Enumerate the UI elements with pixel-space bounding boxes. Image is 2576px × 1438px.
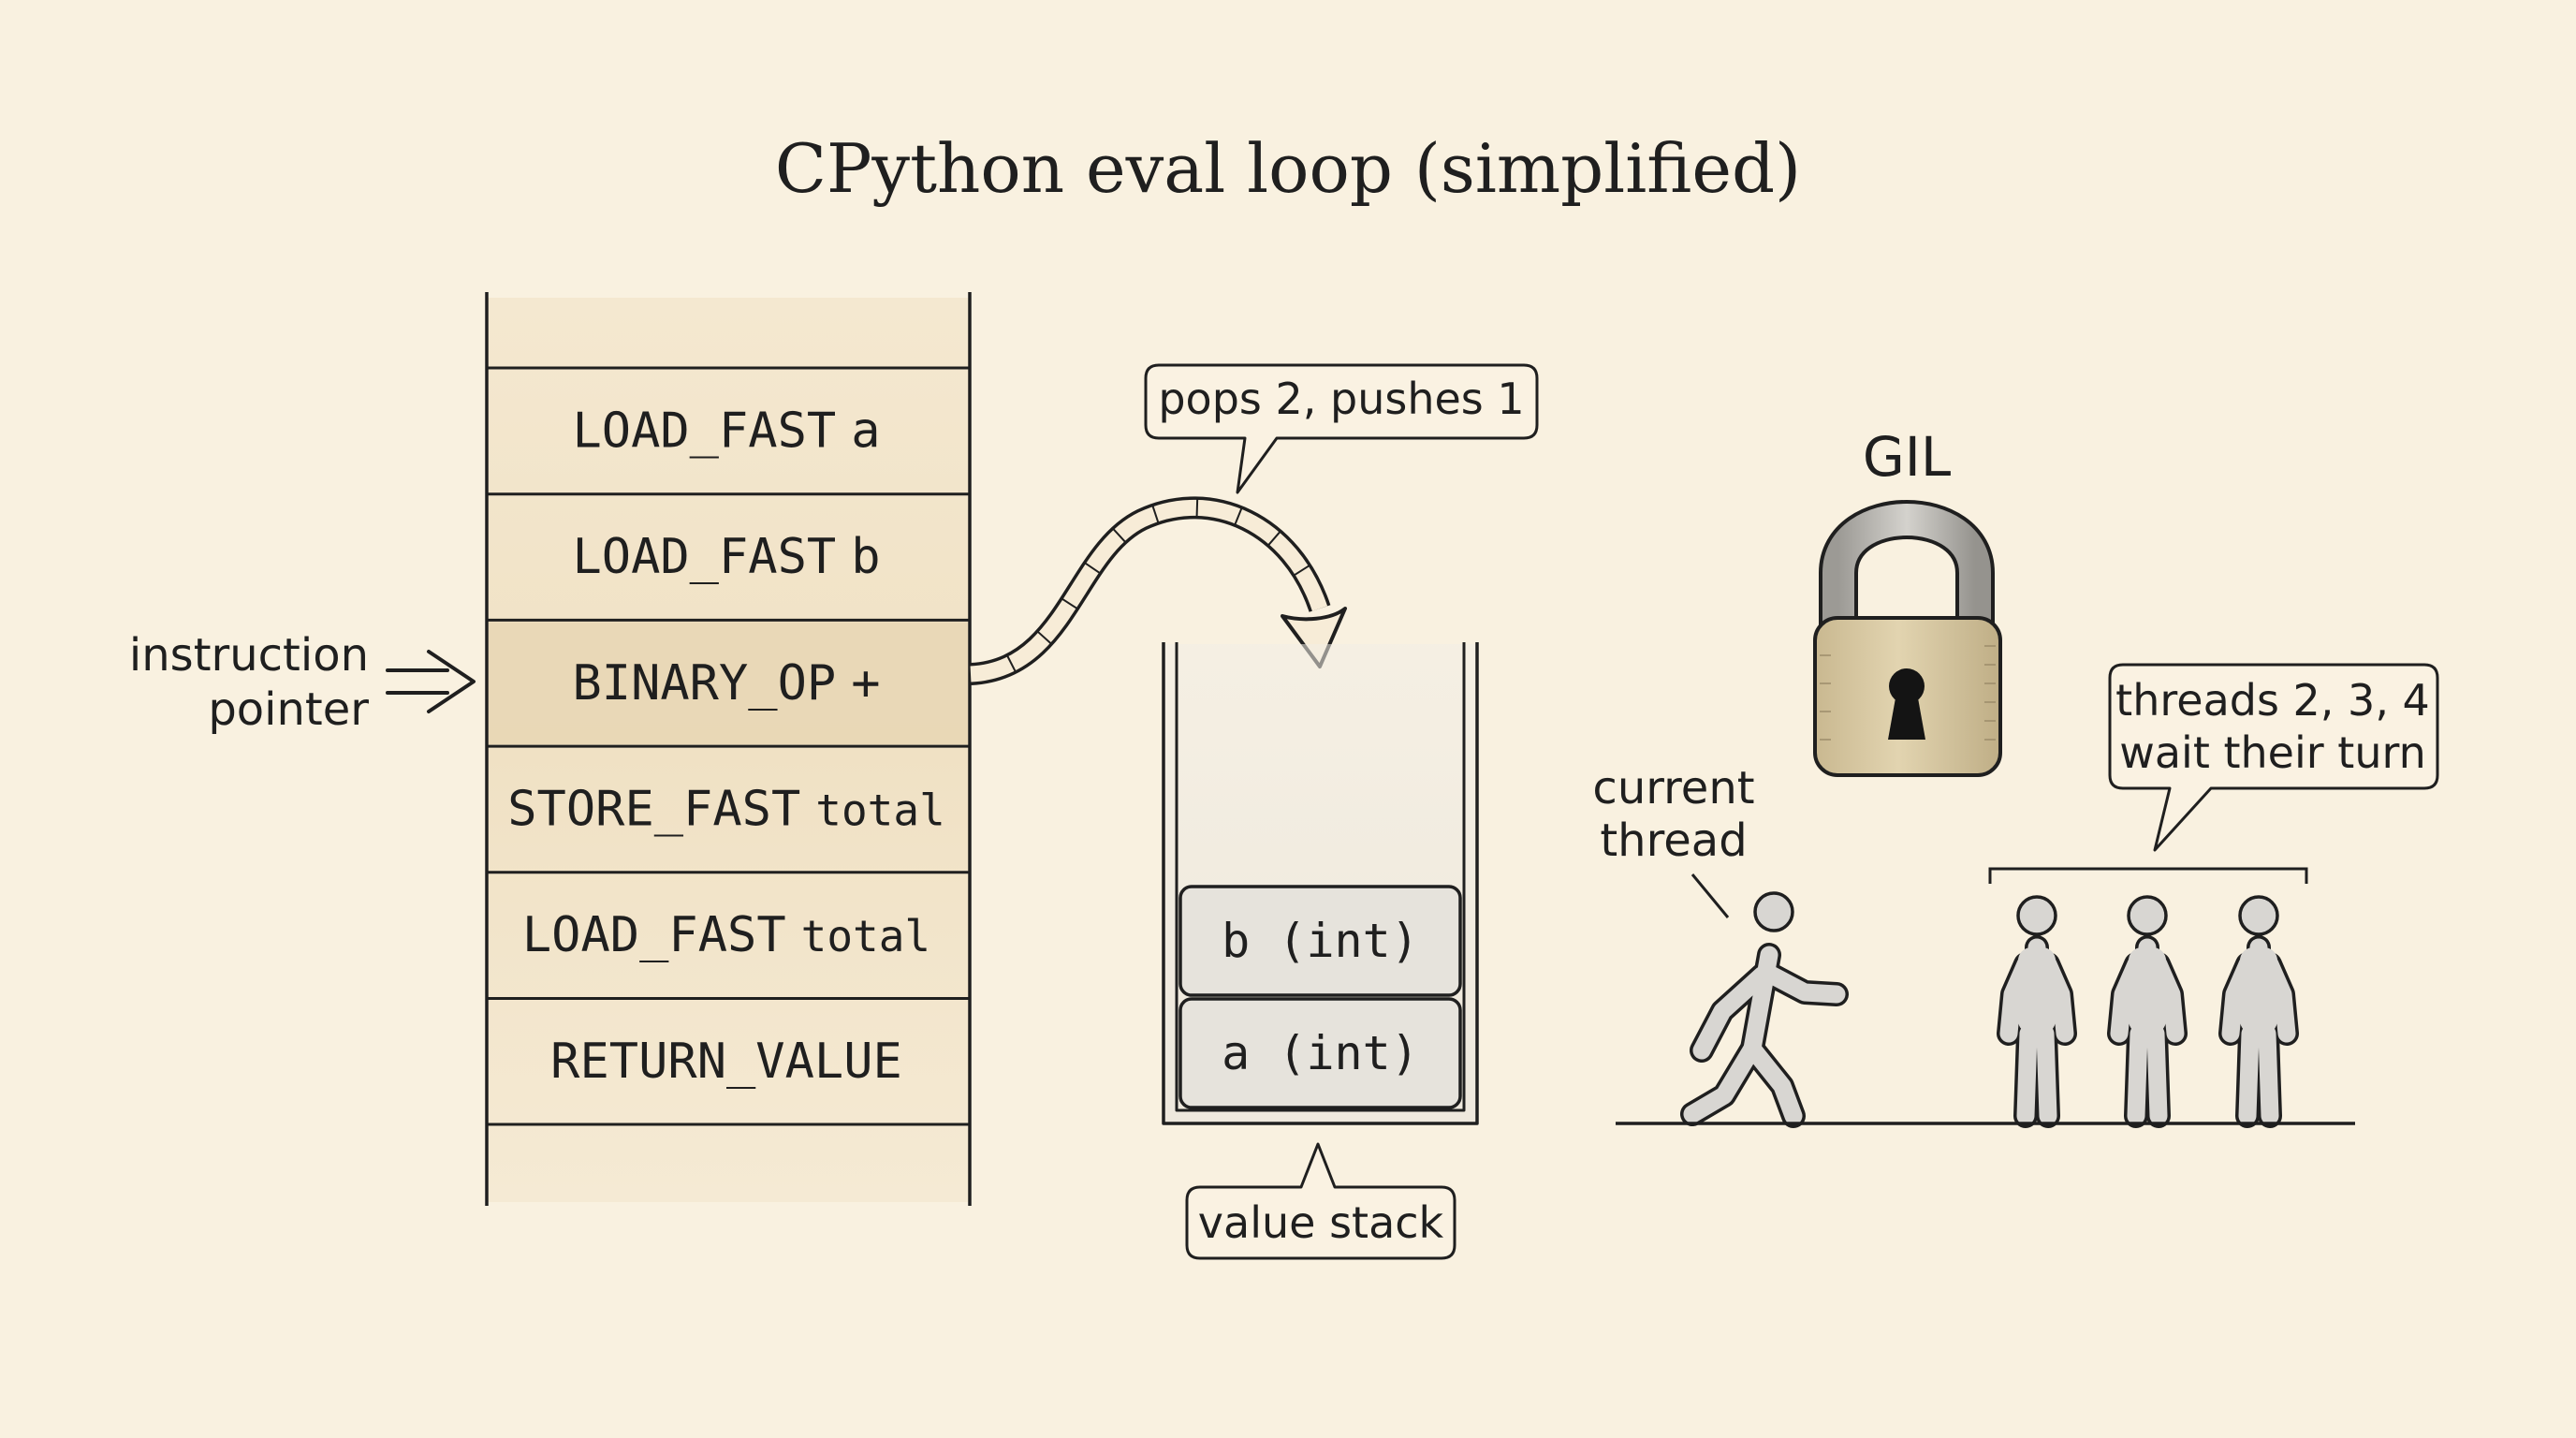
instruction-pointer-arrow-icon — [386, 650, 476, 713]
bytecode-opname: RETURN_VALUE — [550, 1034, 902, 1090]
bytecode-row: LOAD_FAST total — [487, 871, 970, 963]
bytecode-arg: total — [801, 911, 930, 961]
bytecode-opname: STORE_FAST — [507, 781, 800, 837]
bytecode-instruction: LOAD_FAST total — [522, 907, 930, 963]
stack-item-label: a (int) — [1222, 1026, 1419, 1080]
padlock-icon — [1813, 500, 2002, 777]
gil-label: GIL — [1863, 425, 1951, 489]
bytecode-row: STORE_FAST total — [487, 744, 970, 837]
value-stack: b (int) a (int) — [1162, 642, 1479, 1125]
waiting-threads-bracket — [1988, 867, 2308, 884]
waiting-thread-figure-icon — [2218, 895, 2299, 1128]
bytecode-instruction: LOAD_FAST b — [572, 529, 880, 585]
stack-item-label: b (int) — [1222, 914, 1419, 968]
value-stack-callout: value stack — [1185, 1142, 1456, 1260]
waiting-thread-figure-icon — [1997, 895, 2077, 1128]
bytecode-opname: LOAD_FAST — [572, 529, 836, 585]
stack-item: b (int) — [1178, 885, 1462, 997]
waiting-threads-label-line1: threads 2, 3, 4 — [2115, 675, 2430, 726]
bytecode-arg: a — [851, 403, 880, 459]
bytecode-row: BINARY_OP + — [487, 618, 970, 745]
instruction-pointer: instruction pointer — [129, 629, 476, 736]
value-stack-label: value stack — [1198, 1197, 1444, 1248]
bytecode-opname: LOAD_FAST — [522, 907, 786, 963]
waiting-threads-callout: threads 2, 3, 4 wait their turn — [2108, 663, 2439, 852]
current-thread-label-line1: current — [1592, 762, 1754, 814]
waiting-threads-label-line2: wait their turn — [2119, 727, 2426, 778]
pop-push-callout-text: pops 2, pushes 1 — [1158, 374, 1524, 424]
bytecode-row: LOAD_FAST b — [487, 492, 970, 585]
bytecode-instruction: RETURN_VALUE — [550, 1034, 902, 1090]
current-thread-pointer — [1690, 873, 1730, 918]
bytecode-band — [487, 298, 970, 1202]
bytecode-instruction: LOAD_FAST a — [572, 403, 880, 459]
active-row-highlight — [489, 622, 968, 745]
current-thread-figure-icon — [1680, 891, 1849, 1128]
bytecode-arg: + — [851, 655, 880, 712]
instruction-pointer-label-line1: instruction — [129, 629, 369, 682]
bytecode-opname: LOAD_FAST — [572, 403, 836, 459]
bytecode-row: RETURN_VALUE — [487, 997, 970, 1090]
stack-item: a (int) — [1178, 997, 1462, 1109]
bytecode-row: LOAD_FAST a — [572, 403, 880, 459]
pop-push-callout: pops 2, pushes 1 — [1144, 363, 1539, 494]
current-thread-label-line2: thread — [1600, 814, 1747, 867]
waiting-threads-group — [1997, 895, 2299, 1128]
pop-push-arrow-icon — [969, 496, 1347, 685]
bytecode-arg: b — [851, 529, 880, 585]
waiting-thread-figure-icon — [2107, 895, 2188, 1128]
bytecode-instruction: STORE_FAST total — [507, 781, 945, 837]
instruction-pointer-label-line2: pointer — [208, 683, 369, 736]
bytecode-opname: BINARY_OP — [572, 655, 836, 712]
bytecode-instruction: BINARY_OP + — [572, 655, 880, 712]
bytecode-arg: total — [815, 785, 944, 835]
page-title: CPython eval loop (simplified) — [775, 129, 1801, 208]
